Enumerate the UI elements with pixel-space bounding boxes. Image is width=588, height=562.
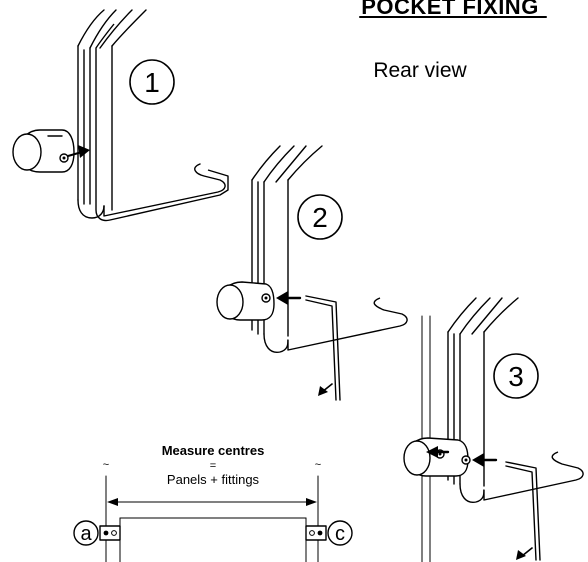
measure-equals: = — [210, 460, 216, 472]
label-a-badge — [73, 520, 99, 546]
measure-centres-diagram: Measure centres = Panels + fittings ~ ~ … — [73, 443, 353, 562]
view-label: Rear view — [373, 59, 467, 82]
label-c: c — [335, 523, 345, 545]
step-2-illustration: 2 — [216, 145, 408, 401]
glass-panel-1 — [95, 23, 229, 222]
step-2-badge — [297, 194, 343, 240]
page-title: POCKET FIXING — [361, 0, 539, 19]
measure-heading: Measure centres — [162, 443, 265, 458]
allen-key-2 — [305, 295, 341, 401]
tighten-arrow-2 — [276, 291, 288, 305]
label-c-badge — [327, 520, 353, 546]
step-1-illustration: 1 — [12, 9, 229, 222]
right-fitting-block — [305, 525, 327, 541]
right-break-mark: ~ — [315, 459, 321, 471]
insert-arrow-1 — [78, 145, 90, 158]
step-1-number: 1 — [144, 67, 160, 98]
left-break-mark: ~ — [103, 459, 109, 471]
label-a: a — [80, 523, 92, 545]
step-3-number: 3 — [508, 361, 524, 392]
step-3-badge — [493, 353, 539, 399]
step-3-illustration: 3 — [403, 297, 584, 562]
step-1-badge — [129, 59, 175, 105]
step-2-number: 2 — [312, 202, 328, 233]
allen-key-3 — [505, 461, 541, 561]
tighten-arrow-3 — [472, 453, 484, 467]
left-fitting-block — [99, 525, 121, 541]
measure-formula: Panels + fittings — [167, 472, 260, 487]
